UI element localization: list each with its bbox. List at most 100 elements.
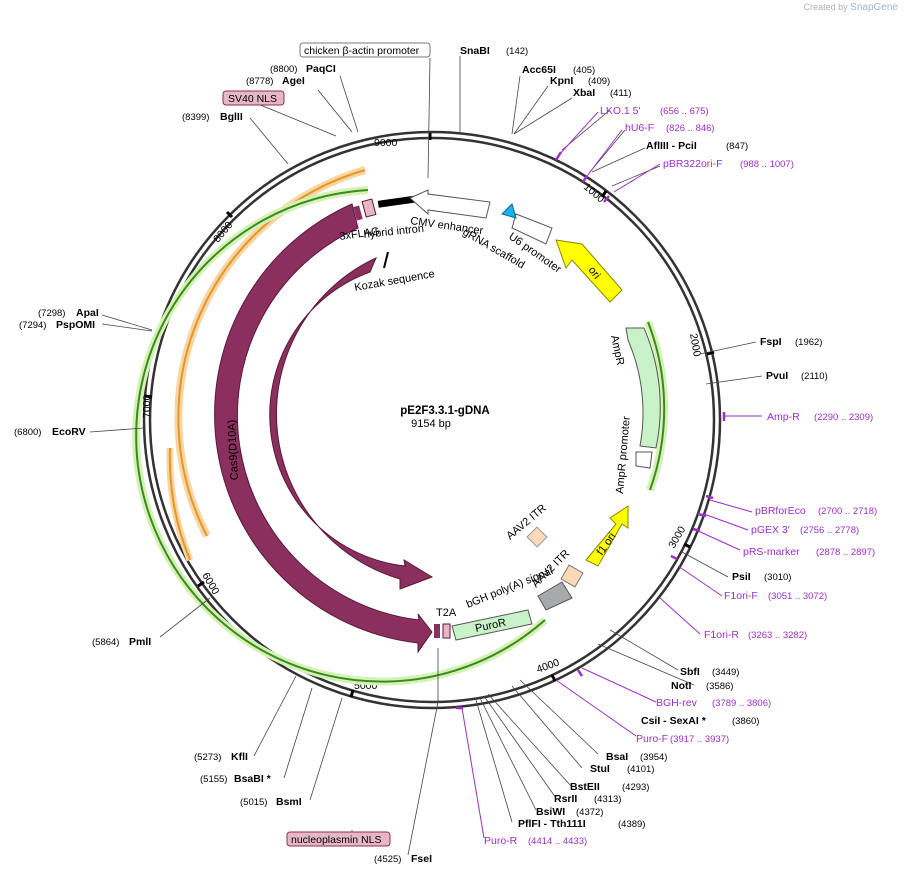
site-afliii-pcii-pos: (847) — [726, 141, 748, 152]
site-xbai-pos: (411) — [610, 88, 631, 99]
ampr-label: AmpR — [608, 334, 626, 366]
primer-prsmarker: pRS-marker — [743, 546, 800, 558]
site-labels: SnaBI (142) Acc65I (405) KpnI (409) XbaI… — [14, 45, 877, 865]
chicken-promoter-box — [299, 42, 431, 58]
site-agei-pos: (8778) — [246, 76, 273, 87]
site-psii-pos: (3010) — [764, 572, 791, 583]
site-paqci: PaqCI — [306, 63, 336, 75]
site-psii: PsiI — [732, 571, 751, 583]
plasmid-length: 9154 bp — [411, 418, 451, 430]
cas9-d10a-label: Cas9(D10A) — [226, 419, 241, 480]
ruler-ticks — [144, 133, 715, 698]
site-sbfi: SbfI — [680, 666, 700, 678]
site-bsai: BsaI — [606, 751, 628, 763]
primer-puror-pos: (4414 .. 4433) — [528, 836, 587, 847]
site-fsei-pos: (4525) — [374, 854, 401, 865]
cmv-enhancer-feature — [409, 189, 491, 219]
ampr-highlight-line — [647, 321, 666, 491]
site-stui-pos: (4101) — [627, 764, 654, 775]
site-ecorv-pos: (6800) — [14, 427, 41, 438]
site-pmli: PmlI — [129, 636, 151, 648]
primer-f1ori-r-pos: (3263 .. 3282) — [748, 630, 807, 641]
primer-hu6f-pos: (826 .. 846) — [666, 123, 715, 134]
nucleoplasmin-nls-label: nucleoplasmin NLS — [291, 834, 381, 846]
site-kpni: KpnI — [550, 75, 573, 87]
puror-feature — [451, 609, 533, 641]
primer-pbrforeco-pos: (2700 .. 2718) — [818, 506, 877, 517]
site-bsiwi-pos: (4372) — [576, 807, 603, 818]
site-kfli-pos: (5273) — [194, 752, 221, 763]
ampr-promoter-label: AmpR promoter — [614, 416, 633, 495]
primer-f1ori-f-pos: (3051 .. 3072) — [768, 591, 827, 602]
primer-f1ori-r: F1ori-R — [704, 629, 739, 641]
snapgene-watermark: Created by SnapGene — [804, 2, 898, 13]
site-bsmi-pos: (5015) — [240, 797, 267, 808]
site-leader-lines — [89, 56, 763, 856]
site-kpni-pos: (409) — [588, 76, 610, 87]
aav2-itr-2-feature — [560, 564, 584, 588]
primer-marks — [456, 151, 726, 710]
ampr-promoter-feature — [635, 451, 653, 469]
site-fsei: FseI — [411, 853, 432, 865]
plasmid-name: pE2F3.3.1-gDNA — [400, 405, 489, 417]
flag-feature — [361, 198, 377, 218]
cas9-label: Cas9 — [255, 427, 270, 453]
sv40-nls-box — [222, 90, 285, 106]
ruler-9000: 9000 — [374, 137, 398, 149]
hybrid-intron-feature — [377, 195, 419, 208]
site-kfli: KflI — [231, 751, 248, 763]
site-pspomi: PspOMI — [56, 319, 95, 331]
ori-label: ori — [586, 264, 603, 281]
site-bsai-pos: (3954) — [640, 752, 667, 763]
bgh-polya-feature — [537, 581, 573, 611]
primer-pbrforeco: pBRforEco — [755, 505, 806, 517]
site-pvui-pos: (2110) — [801, 371, 828, 382]
primer-hu6f: hU6-F — [625, 122, 654, 134]
site-apai: ApaI — [76, 307, 99, 319]
site-fspi-pos: (1962) — [795, 337, 822, 348]
site-csii-sexai: CsiI - SexAI * — [641, 715, 707, 727]
primer-leader-lines — [461, 111, 762, 839]
site-acc65i: Acc65I — [522, 64, 556, 76]
site-pmli-pos: (5864) — [92, 637, 119, 648]
flag-small-feature — [353, 205, 363, 221]
primer-bghrev: BGH-rev — [656, 697, 698, 709]
site-pspomi-pos: (7294) — [19, 320, 46, 331]
u6-promoter-feature — [511, 213, 553, 245]
flag-label: 3xFLAG — [339, 225, 381, 243]
site-bsabi-pos: (5155) — [200, 774, 227, 785]
cas9-highlight-line — [135, 189, 546, 683]
site-sbfi-pos: (3449) — [712, 667, 739, 678]
primer-purof: Puro-F — [636, 733, 668, 745]
site-paqci-pos: (8800) — [270, 64, 297, 75]
nucleoplasmin-nls-feature — [442, 623, 451, 639]
watermark-prefix: Created by — [803, 2, 848, 12]
site-agei: AgeI — [282, 75, 305, 87]
primer-bghrev-pos: (3789 .. 3806) — [712, 698, 771, 709]
primer-purof-pos: (3917 .. 3937) — [670, 734, 729, 745]
site-bsteii: BstEII — [570, 781, 600, 793]
primer-pbr322ori-pos: (988 .. 1007) — [740, 159, 794, 170]
site-csii-sexai-pos: (3860) — [732, 716, 759, 727]
t2a-feature — [434, 624, 440, 638]
primer-ampr: Amp-R — [767, 411, 800, 423]
ori-feature — [555, 239, 623, 303]
site-bsiwi: BsiWI — [536, 806, 565, 818]
primer-lko1-pos: (656 .. 675) — [660, 106, 709, 117]
kozak-marker — [383, 251, 389, 269]
site-snabi: SnaBI — [460, 45, 490, 57]
cas9-d10a-feature — [214, 203, 433, 654]
chicken-promoter-label: chicken β-actin promoter — [304, 45, 420, 57]
orange-highlight-lower-line — [168, 447, 191, 561]
site-pflfi-tth111i-pos: (4389) — [618, 819, 645, 830]
site-bglii: BglII — [220, 111, 243, 123]
site-acc65i-pos: (405) — [573, 65, 595, 76]
site-rsrii: RsrII — [554, 793, 577, 805]
site-noti: NotI — [671, 680, 691, 692]
primer-pbr322ori: pBR322ori-F — [663, 158, 723, 170]
backbone-outer-ring — [142, 130, 722, 710]
site-snabi-pos: (142) — [506, 46, 528, 57]
site-xbai: XbaI — [573, 87, 595, 99]
nucleoplasmin-nls-box — [286, 831, 391, 847]
